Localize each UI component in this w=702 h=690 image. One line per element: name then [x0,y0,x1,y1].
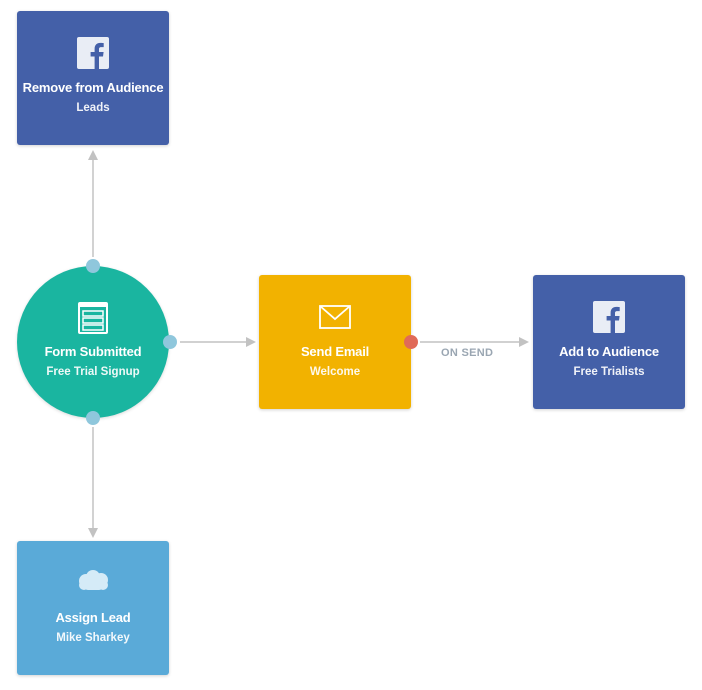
node-subtitle: Mike Sharkey [56,632,130,644]
node-assign-lead[interactable]: Assign Lead Mike Sharkey [17,541,169,675]
node-title: Send Email [300,344,370,359]
node-send-email[interactable]: Send Email Welcome [259,275,411,409]
form-output-port-bottom[interactable] [86,411,100,425]
facebook-icon [77,37,109,69]
node-title: Assign Lead [55,610,131,625]
node-subtitle: Welcome [309,366,361,378]
salesforce-cloud-icon [76,569,110,593]
node-subtitle: Free Trial Signup [46,366,140,378]
node-form-submitted[interactable]: Form Submitted Free Trial Signup [17,266,169,418]
envelope-icon [319,305,351,329]
node-title: Form Submitted [44,344,142,359]
node-add-to-audience[interactable]: Add to Audience Free Trialists [533,275,685,409]
facebook-icon [593,301,625,333]
form-output-port-top[interactable] [86,259,100,273]
form-icon [78,302,108,334]
node-subtitle: Leads [76,102,110,114]
node-title: Remove from Audience [22,80,164,95]
node-subtitle: Free Trialists [573,366,645,378]
edge-label-on-send: ON SEND [441,347,494,359]
send-email-output-port[interactable] [404,335,418,349]
node-remove-from-audience[interactable]: Remove from Audience Leads [17,11,169,145]
node-title: Add to Audience [559,344,659,359]
form-output-port-right[interactable] [163,335,177,349]
